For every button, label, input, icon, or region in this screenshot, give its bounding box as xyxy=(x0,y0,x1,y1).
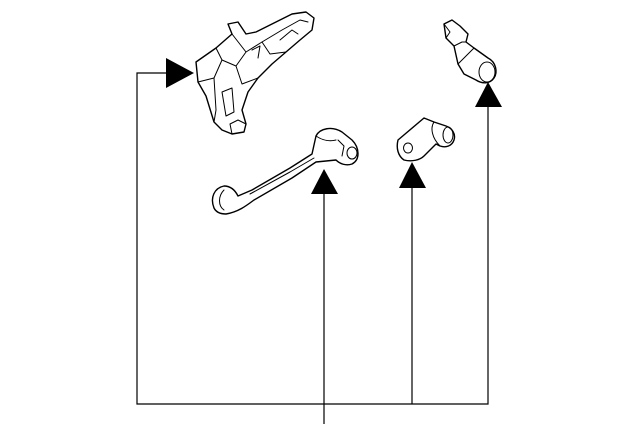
arrowhead-rod xyxy=(311,169,338,194)
control-rod-icon xyxy=(211,127,359,215)
leader-line-bracket xyxy=(136,72,489,405)
arrowhead-connector xyxy=(475,82,502,107)
lever-clip-icon xyxy=(396,117,456,162)
rod-connector-icon xyxy=(443,19,497,84)
arrowhead-lever xyxy=(399,162,426,188)
door-latch-bracket-icon xyxy=(195,11,315,135)
leader-lines xyxy=(136,72,489,424)
arrowheads xyxy=(166,58,502,194)
arrowhead-bracket xyxy=(166,58,194,88)
